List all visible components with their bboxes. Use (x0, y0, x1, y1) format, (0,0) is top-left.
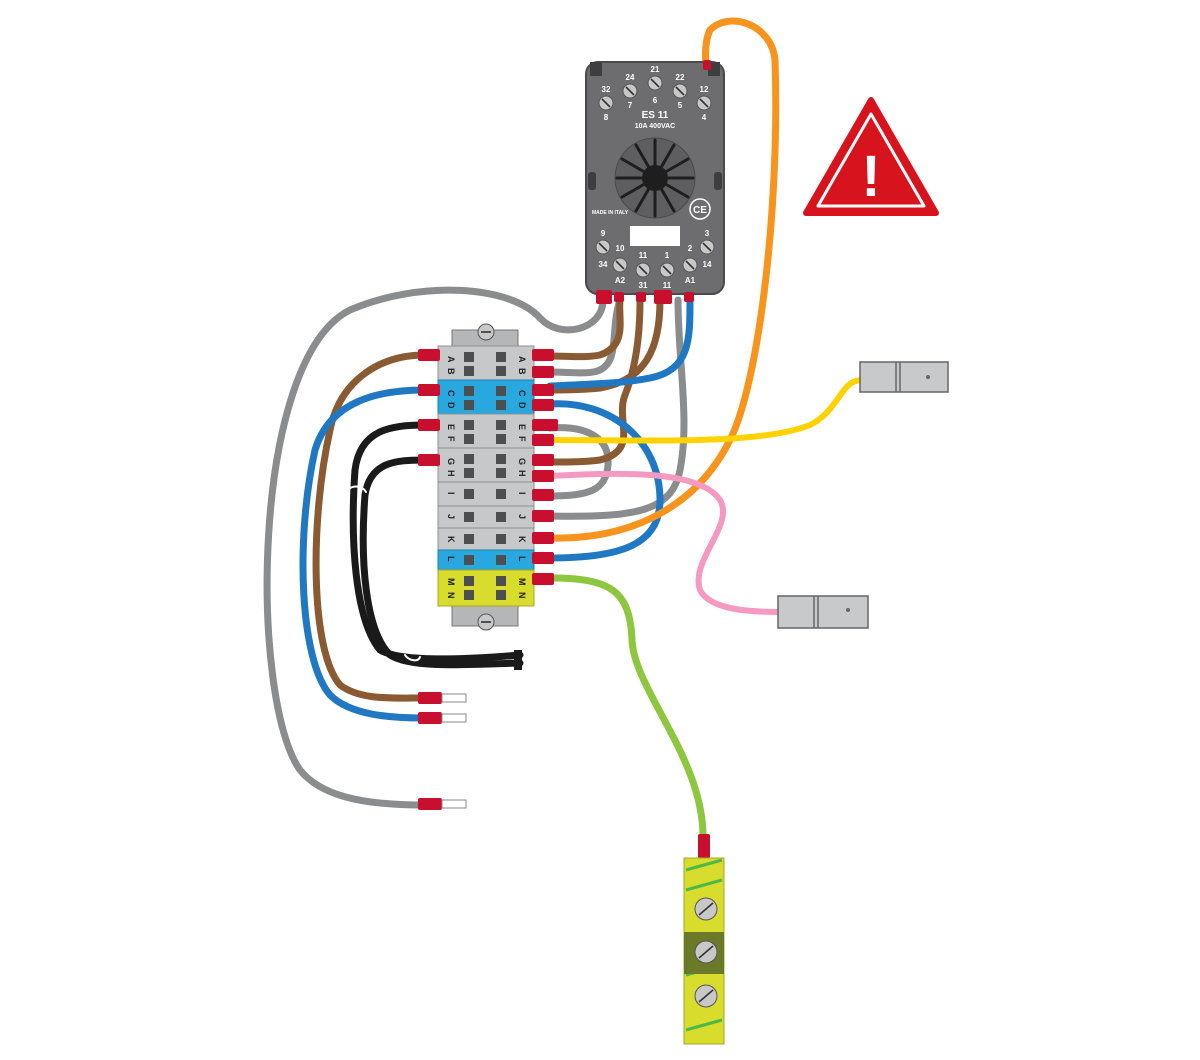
svg-text:L: L (446, 556, 456, 562)
terminal-ferrules-right (532, 349, 558, 585)
blue-wire-left (299, 386, 429, 722)
pin-label: 34 (599, 260, 608, 269)
svg-text:M: M (517, 578, 527, 586)
svg-text:D: D (446, 402, 456, 409)
relay-screws-bottom (595, 239, 715, 278)
socket-hub-icon (614, 137, 696, 219)
pin-label: 5 (678, 101, 683, 110)
terminal-labels-left: A B C D E F G H I J K L M N (446, 356, 456, 599)
terminal-block: A B C D E F G H I J K L M N A B C D E F … (418, 323, 558, 631)
gray-wire-loop-right (546, 424, 612, 500)
pink-wire-connector (777, 595, 869, 629)
pin-label: 32 (602, 85, 611, 94)
svg-text:L: L (517, 556, 527, 562)
svg-text:E: E (517, 424, 527, 430)
made-in-label: MADE IN ITALY (592, 210, 629, 216)
svg-text:D: D (517, 402, 527, 409)
svg-text:A: A (446, 356, 456, 363)
svg-text:F: F (446, 436, 456, 442)
pin-label: 11 (639, 251, 648, 260)
warning-triangle-icon: ! (803, 97, 939, 216)
pin-label: 24 (626, 73, 635, 82)
svg-text:J: J (517, 514, 527, 519)
gray-wire-loop (263, 286, 607, 809)
pin-label: 21 (651, 65, 660, 74)
green-earth-wire (546, 574, 707, 844)
svg-text:CE: CE (693, 205, 707, 216)
terminal-labels-right: A B C D E F G H I J K L M N (517, 356, 527, 599)
pin-label: 2 (688, 244, 693, 253)
svg-text:N: N (517, 592, 527, 599)
svg-text:K: K (517, 536, 527, 543)
earth-terminal (683, 834, 725, 1045)
pin-label: 31 (639, 281, 648, 290)
svg-text:K: K (446, 536, 456, 543)
wires (263, 17, 865, 844)
cable-tie (347, 485, 367, 493)
relay-socket: 21 24 22 32 12 7 6 5 8 4 ES 11 10A 400VA… (585, 60, 725, 304)
svg-text:N: N (446, 592, 456, 599)
pin-label: A1 (685, 276, 696, 285)
pin-label: 6 (653, 96, 658, 105)
blue-wire-right-loop (546, 400, 664, 562)
svg-text:B: B (517, 368, 527, 375)
svg-text:J: J (446, 514, 456, 519)
brown-wire-left (312, 351, 429, 702)
pin-label: 8 (604, 113, 609, 122)
svg-text:H: H (446, 470, 456, 477)
label-plate (630, 226, 680, 246)
pin-label: 11 (663, 281, 672, 290)
pin-label: 1 (665, 251, 670, 260)
svg-text:G: G (517, 458, 527, 465)
svg-text:E: E (446, 424, 456, 430)
pin-label: 14 (703, 260, 712, 269)
pin-label: 22 (676, 73, 685, 82)
svg-text:B: B (446, 368, 456, 375)
ce-mark-icon: CE (689, 198, 711, 220)
pin-label: 12 (700, 85, 709, 94)
relay-screws-top (598, 75, 712, 111)
warning-glyph: ! (861, 144, 880, 209)
svg-text:C: C (446, 390, 456, 397)
gray-wire-relay-a (546, 296, 624, 377)
loose-wire-ends (418, 650, 522, 810)
relay-rating: 10A 400VAC (635, 123, 675, 130)
terminal-ferrules-left (418, 349, 440, 466)
pin-label: 7 (628, 101, 633, 110)
orange-wire (546, 17, 780, 542)
svg-text:H: H (517, 470, 527, 477)
black-wire-b (359, 456, 524, 669)
relay-ferrules (596, 60, 711, 304)
svg-text:C: C (517, 390, 527, 397)
svg-text:I: I (446, 492, 456, 495)
svg-text:I: I (517, 492, 527, 495)
pin-label: A2 (615, 276, 626, 285)
black-wire-a (349, 421, 524, 663)
pin-label: 3 (705, 229, 710, 238)
blue-wire-relay (546, 296, 694, 390)
yellow-wire (547, 377, 865, 444)
yellow-wire-connector (859, 361, 949, 393)
pin-label: 9 (601, 229, 606, 238)
svg-text:M: M (446, 578, 456, 586)
pin-label: 10 (616, 244, 625, 253)
svg-text:A: A (517, 356, 527, 363)
brown-wire-relay-a (546, 296, 624, 361)
svg-text:F: F (517, 436, 527, 442)
pin-label: 4 (702, 113, 707, 122)
pink-wire (547, 470, 783, 615)
relay-model: ES 11 (642, 110, 669, 121)
cable-tie (404, 654, 421, 662)
svg-text:G: G (446, 458, 456, 465)
